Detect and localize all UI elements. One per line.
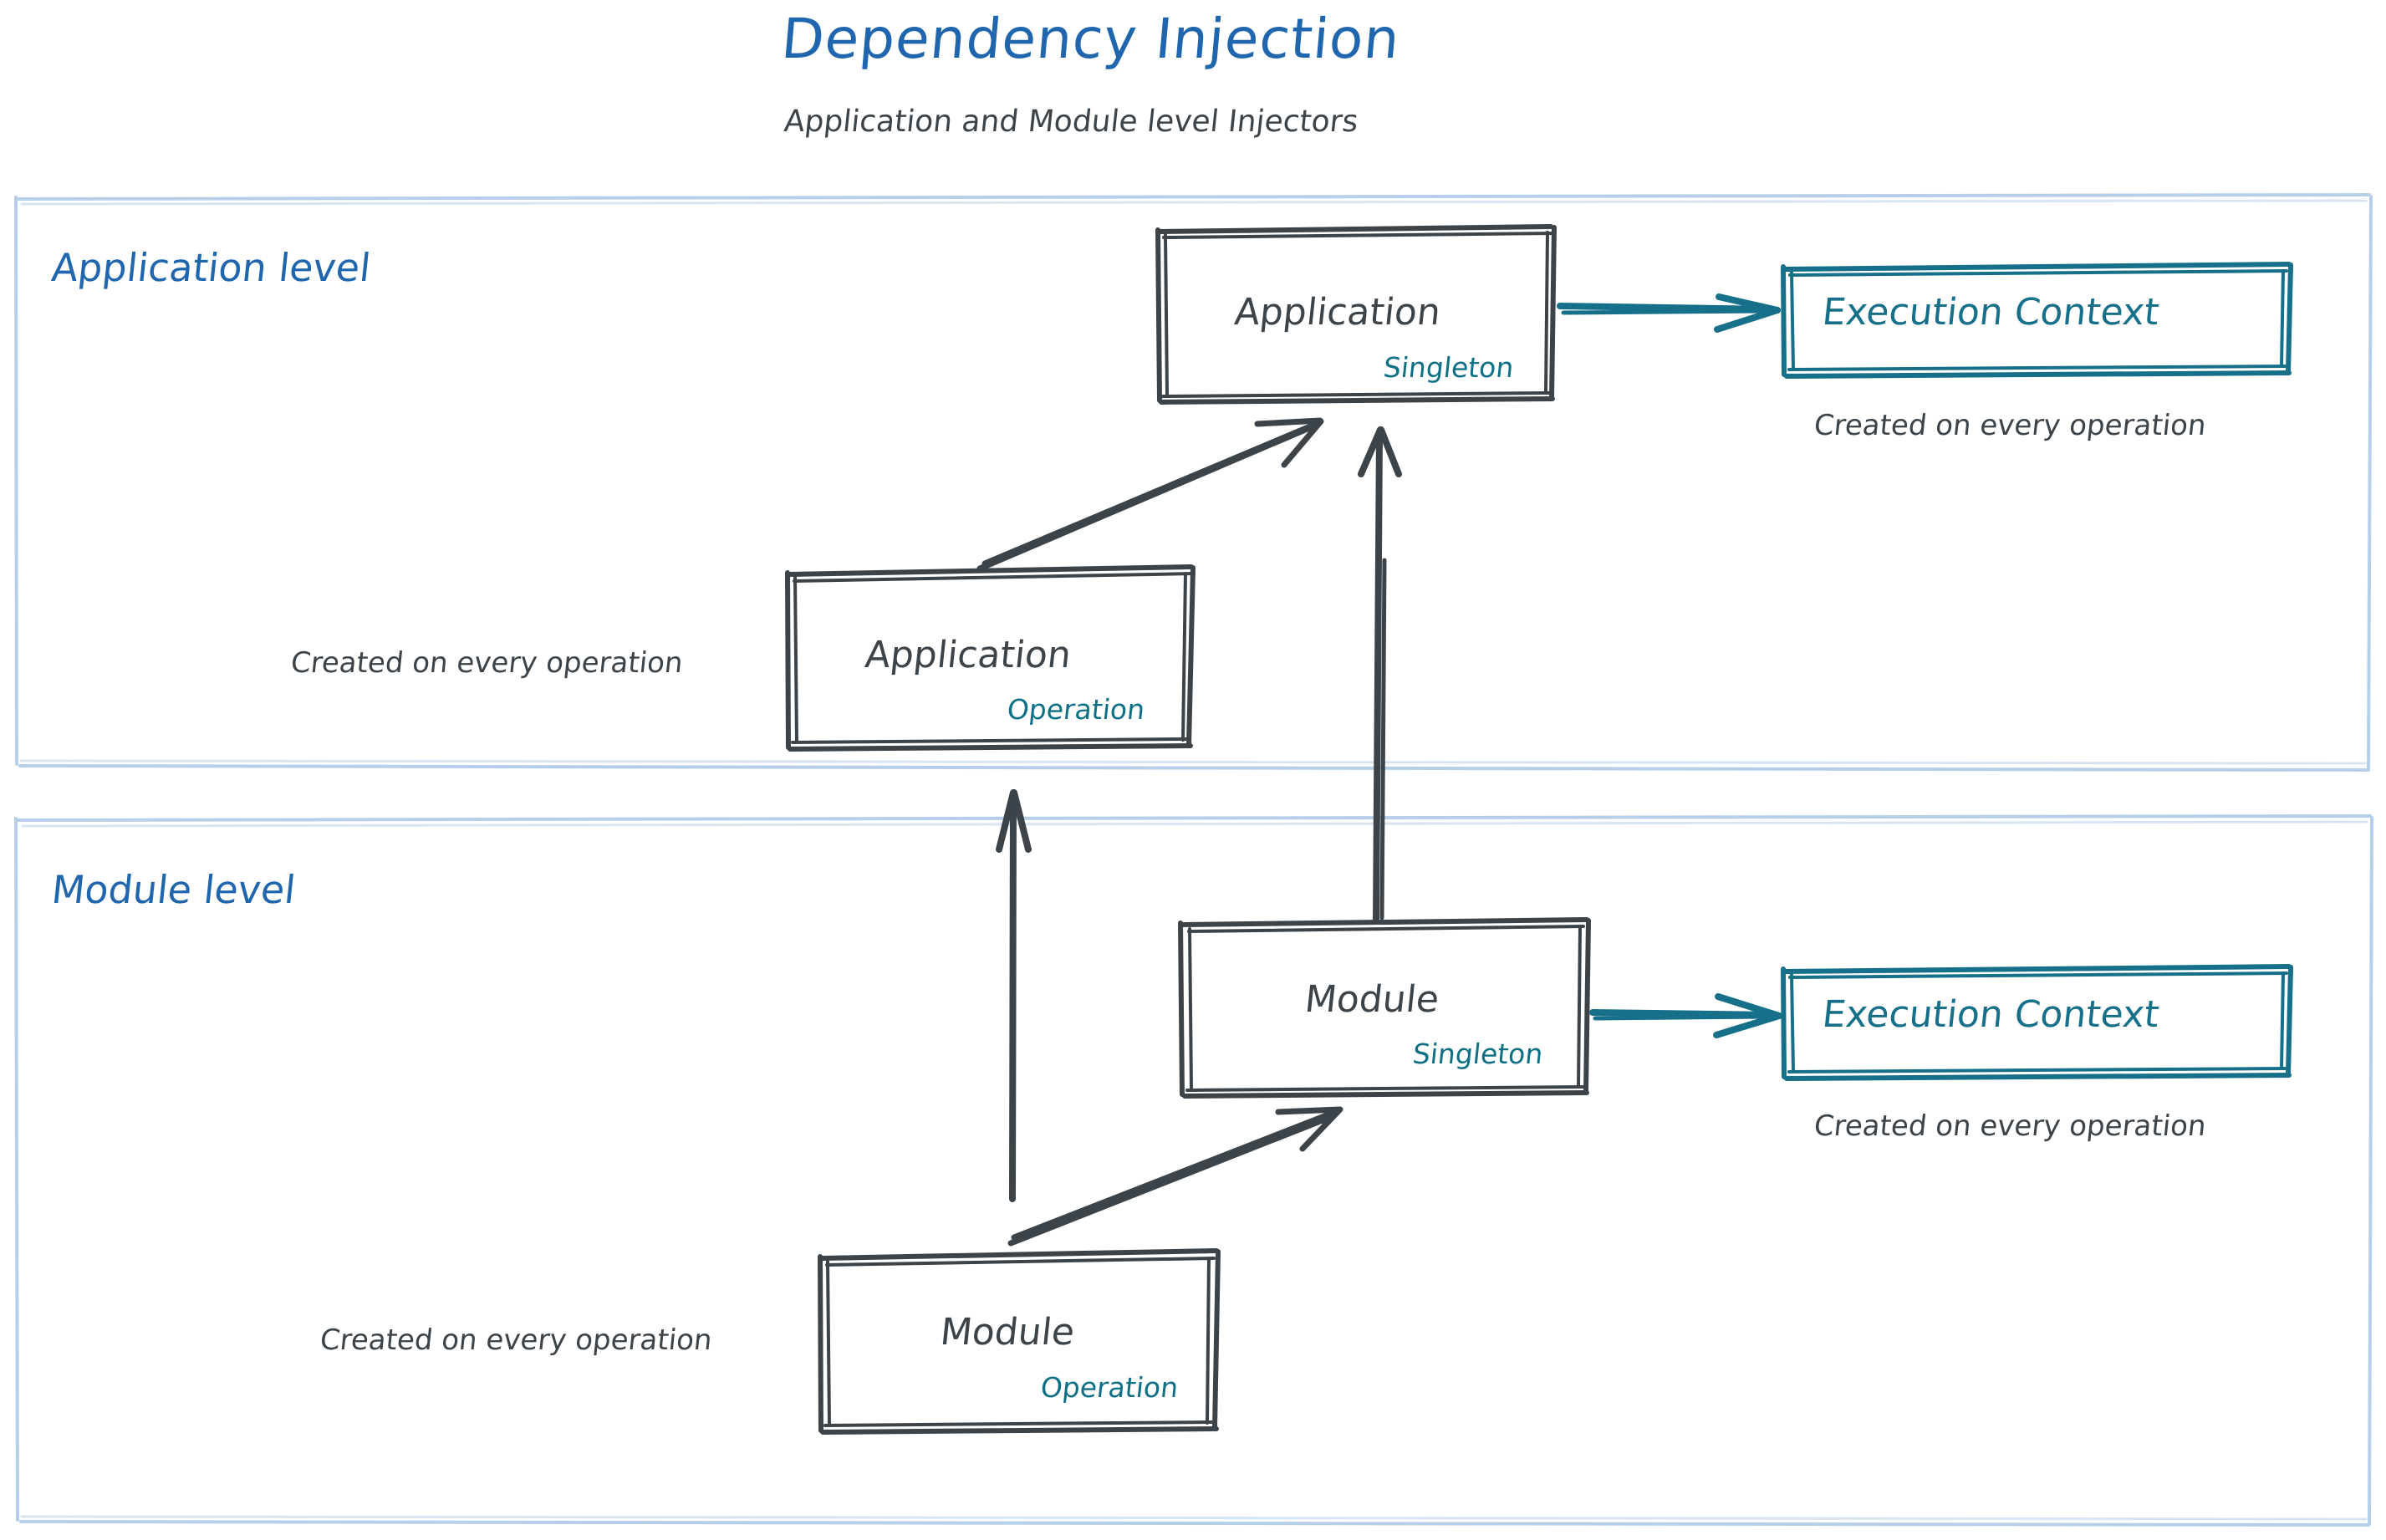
zone-module-level-frame xyxy=(14,814,2373,1527)
node-application-operation-scope: Operation xyxy=(1005,693,1147,726)
node-application-operation-title: Application xyxy=(863,634,1073,676)
node-application-operation-shape[interactable] xyxy=(785,564,1196,752)
node-module-operation-title: Module xyxy=(938,1311,1077,1354)
caption-execution-context-module: Created on every operation xyxy=(1812,1109,2208,1143)
edge-app-singleton-to-execution-context xyxy=(1557,293,1781,333)
node-module-singleton-title: Module xyxy=(1303,978,1441,1021)
node-module-operation-shape[interactable] xyxy=(818,1248,1221,1435)
node-module-singleton-scope: Singleton xyxy=(1410,1038,1545,1070)
zone-label-application-level: Application level xyxy=(49,245,373,290)
node-application-singleton-scope: Singleton xyxy=(1381,351,1516,384)
caption-application-operation: Created on every operation xyxy=(288,646,685,680)
edge-app-operation-to-app-singleton xyxy=(976,417,1324,572)
edge-module-operation-to-module-singleton xyxy=(1007,1106,1343,1247)
caption-module-operation: Created on every operation xyxy=(318,1323,714,1357)
node-execution-context-application-shape[interactable] xyxy=(1781,262,2293,379)
edge-module-singleton-to-app-singleton xyxy=(1358,426,1402,923)
node-module-singleton-shape[interactable] xyxy=(1178,917,1591,1099)
page-subtitle: Application and Module level Injectors xyxy=(782,105,1360,139)
node-application-singleton-shape[interactable] xyxy=(1155,224,1557,405)
node-application-singleton-title: Application xyxy=(1232,291,1443,334)
caption-execution-context-application: Created on every operation xyxy=(1812,409,2208,442)
node-module-operation-scope: Operation xyxy=(1038,1371,1180,1404)
zone-label-module-level: Module level xyxy=(49,867,298,912)
node-execution-context-module-shape[interactable] xyxy=(1781,964,2293,1081)
node-execution-context-application-title: Execution Context xyxy=(1820,291,2162,334)
node-execution-context-module-title: Execution Context xyxy=(1820,993,2162,1036)
edge-module-singleton-to-execution-context xyxy=(1589,993,1782,1038)
page-title: Dependency Injection xyxy=(778,7,1403,71)
zone-application-level-frame xyxy=(14,193,2373,772)
edge-module-operation-to-app-operation xyxy=(996,789,1032,1202)
